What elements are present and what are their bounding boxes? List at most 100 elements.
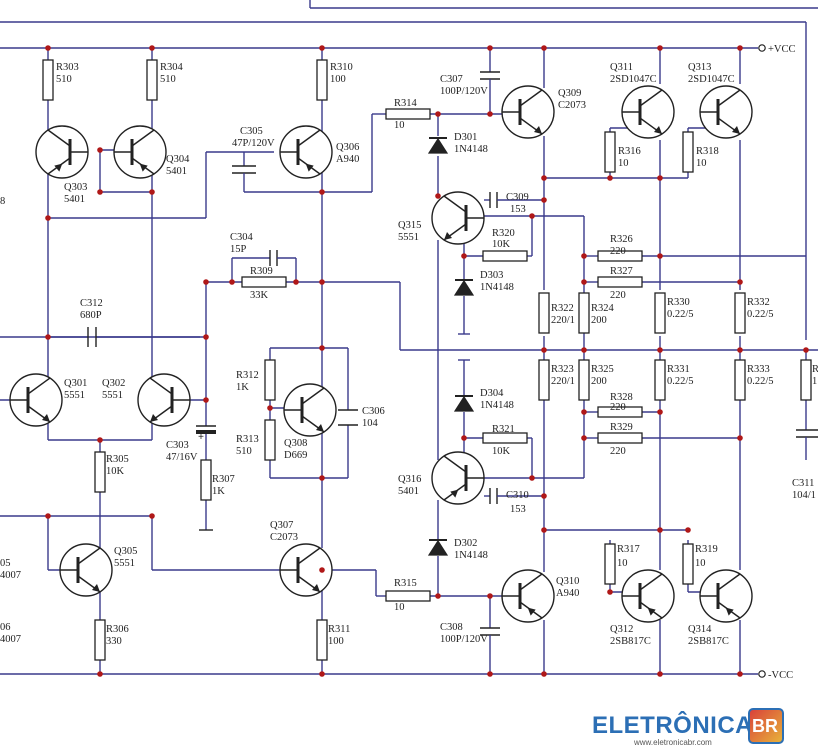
vcc-negative-rail: -VCC [0,670,793,681]
junction-dot [803,347,809,353]
junction-dot [435,593,441,599]
resistor-value: 10 [696,158,707,169]
resistor-value: 10 [695,558,706,569]
resistor-ref: R317 [617,544,640,555]
resistor-ref: R328 [610,392,633,403]
capacitor-ref: C303 [166,440,189,451]
junction-dot [487,593,493,599]
resistor-value: 510 [160,74,176,85]
resistor-value: 0.22/5 [747,376,774,387]
resistor-ref: R314 [394,98,418,109]
junction-dot [541,347,547,353]
transistor-ref: Q302 [102,378,125,389]
polarity-plus: + [198,432,204,443]
resistor-value: 10 [618,158,629,169]
transistor-part: 5401 [398,486,419,497]
transistor-part: C2073 [270,532,298,543]
capacitor-value: 100P/120V [440,634,488,645]
capacitor-value: 47P/120V [232,138,275,149]
junction-dot [657,527,663,533]
resistor-value: 220 [610,446,626,457]
diode-part: 1N4148 [454,550,488,561]
capacitor-value: 104/1 [792,490,816,501]
junction-dot [149,513,155,519]
junction-dot [581,279,587,285]
resistor-value: 10 [394,120,405,131]
transistor-ref: Q301 [64,378,87,389]
resistor-ref: R306 [106,624,129,635]
transistor-part: 2SD1047C [688,74,735,85]
transistor-ref: Q305 [114,546,137,557]
diode-part: 1N4148 [454,144,488,155]
transistor-ref: Q310 [556,576,579,587]
junction-dot [737,279,743,285]
resistor-ref: R321 [492,424,515,435]
junction-dot [541,45,547,51]
junction-dot [97,437,103,443]
junction-dot [581,435,587,441]
junction-dot [541,493,547,499]
resistor-value: 220/1 [551,315,575,326]
resistor-ref: R319 [695,544,718,555]
edge-label-fragment: 4007 [0,634,21,645]
resistor-value: 220 [610,290,626,301]
resistor-ref: R304 [160,62,184,73]
transistor-part: 5551 [102,390,123,401]
resistor-ref: R326 [610,234,633,245]
junction-dot [657,409,663,415]
transistor-ref: Q311 [610,62,633,73]
resistor-ref: R312 [236,370,259,381]
junction-dot [267,405,273,411]
capacitor-value: 153 [510,204,526,215]
vcc-neg-label: -VCC [768,670,793,681]
resistor-ref: R324 [591,303,615,314]
junction-dot [319,189,325,195]
resistor-value: 1K [236,382,249,393]
junction-dot [45,513,51,519]
resistor-value: 10 [617,558,628,569]
junction-dot [435,193,441,199]
brand-logo: ELETRÔNICA BR www.eletronicabr.com [588,706,818,750]
resistor-value: 1 [812,376,817,387]
capacitor-ref: C305 [240,126,263,137]
diode-ref: D304 [480,388,504,399]
transistor-part: 2SB817C [610,636,651,647]
resistor-ref: R331 [667,364,690,375]
vcc-pos-label: +VCC [768,44,796,55]
resistor-value: 0.22/5 [667,309,694,320]
capacitor-value: 153 [510,504,526,515]
resistor-ref: R325 [591,364,614,375]
resistor-ref: R [812,364,818,375]
resistor-value: 220/1 [551,376,575,387]
transistor-ref: Q304 [166,154,190,165]
junction-dot [529,213,535,219]
edge-label-fragment: 8 [0,196,5,207]
capacitor-ref: C306 [362,406,385,417]
resistor-ref: R332 [747,297,770,308]
capacitor-ref: C310 [506,490,529,501]
